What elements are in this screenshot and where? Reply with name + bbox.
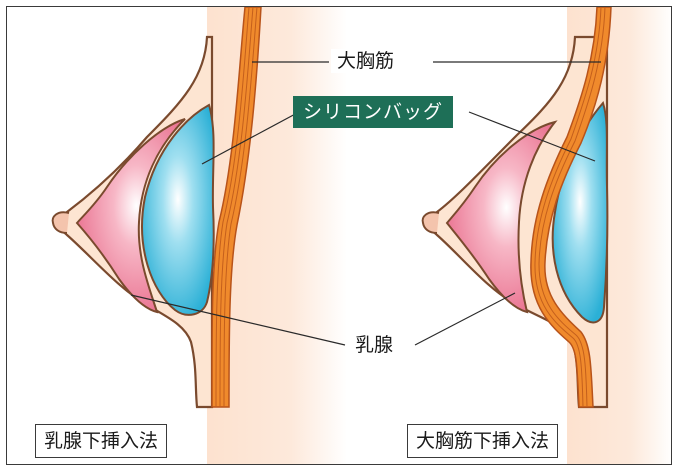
mammary-gland-label: 乳腺	[349, 333, 399, 357]
pectoralis-label: 大胸筋	[331, 49, 400, 73]
right-breast-diagram	[423, 7, 672, 465]
left-nipple	[53, 212, 69, 233]
diagram-frame: 大胸筋 シリコンバッグ 乳腺 乳腺下挿入法 大胸筋下挿入法	[6, 6, 672, 465]
silicone-bag-label: シリコンバッグ	[293, 96, 453, 128]
right-nipple	[423, 212, 439, 233]
subglandular-method-label: 乳腺下挿入法	[35, 424, 167, 458]
left-breast-diagram	[53, 7, 347, 465]
submuscular-method-label: 大胸筋下挿入法	[407, 424, 558, 458]
breast-implant-illustration	[7, 7, 672, 465]
leader-gland-right	[415, 293, 515, 345]
